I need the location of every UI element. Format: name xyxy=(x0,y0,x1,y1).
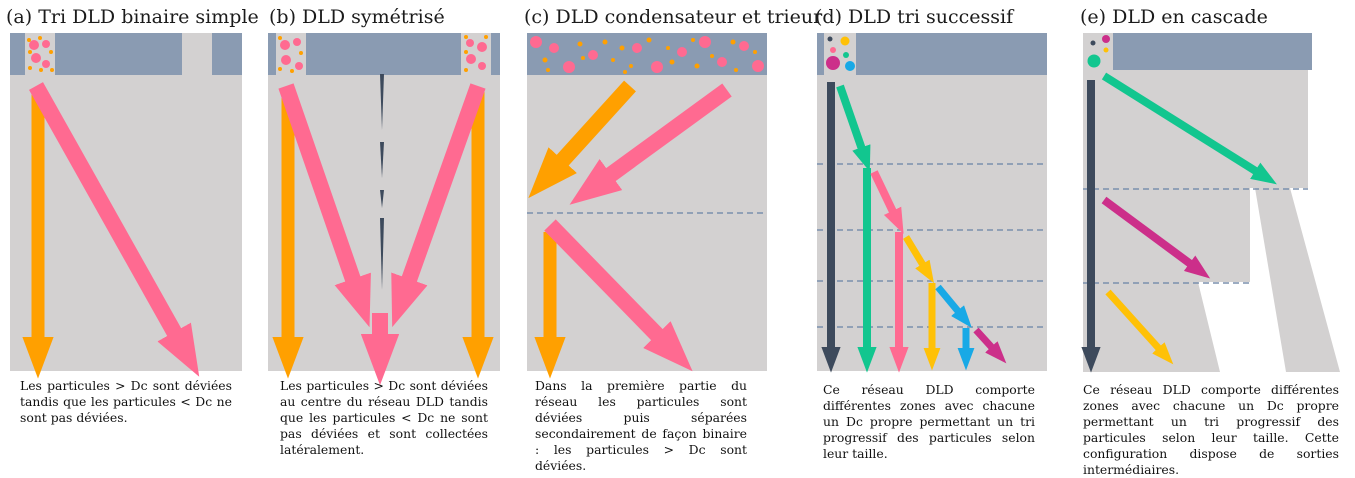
panel-e-yellow-arrow xyxy=(1105,289,1174,365)
panel-d-description: Ce réseau DLD comporte différentes zones… xyxy=(823,382,1035,461)
panel-a-outlet xyxy=(182,33,212,75)
panel-b-diagram xyxy=(268,33,500,386)
panel-d-green-diagonal xyxy=(836,84,871,172)
panel-c-pink-arrow-top xyxy=(569,83,732,205)
panel-e-diagram xyxy=(1081,33,1340,373)
panel-b-pink-arrow-left xyxy=(278,83,371,328)
panel-a-description: Les particules > Dc sont déviées tandis … xyxy=(20,378,232,425)
panel-e-zone-dividers xyxy=(1083,188,1308,284)
panel-b-center-separator xyxy=(380,74,384,290)
panel-d-title: (d) DLD tri successif xyxy=(815,6,1014,28)
panel-d-diagram xyxy=(817,33,1047,373)
panel-b-title: (b) DLD symétrisé xyxy=(269,6,445,28)
panel-e-particles xyxy=(1087,35,1110,68)
panel-a-diagram xyxy=(10,33,242,379)
panel-e-magenta-arrow xyxy=(1101,196,1211,279)
panel-d-pink-diagonal xyxy=(870,170,904,234)
panel-e-green-arrow xyxy=(1101,72,1277,185)
panel-b-particles xyxy=(278,35,488,73)
panel-b-description: Les particules > Dc sont déviées au cent… xyxy=(280,378,488,457)
panel-d-particles xyxy=(826,36,855,71)
panel-c-particles xyxy=(530,36,764,74)
panel-c-pink-arrow-diagonal xyxy=(544,219,693,372)
panel-a-particles xyxy=(27,36,54,72)
panel-d-yellow-diagonal xyxy=(903,235,934,284)
panel-c-orange-arrow-top xyxy=(528,80,636,199)
panel-d-blue-diagonal xyxy=(935,284,972,328)
diagram-canvas xyxy=(10,33,1340,386)
panel-c-title: (c) DLD condensateur et trieur xyxy=(524,6,823,28)
panel-a-pink-arrow xyxy=(29,82,200,377)
panel-a-channel xyxy=(10,33,242,371)
panel-c-diagram xyxy=(527,33,767,379)
panel-d-magenta-diagonal xyxy=(973,327,1007,364)
panel-e-description: Ce réseau DLD comporte différentes zones… xyxy=(1083,382,1339,477)
panel-e-header xyxy=(1083,33,1312,70)
panel-a-title: (a) Tri DLD binaire simple xyxy=(6,6,259,28)
panel-c-description: Dans la première partie du réseau les pa… xyxy=(535,378,747,473)
panel-e-channel xyxy=(1083,33,1340,372)
panel-e-title: (e) DLD en cascade xyxy=(1080,6,1268,28)
panel-b-pink-arrow-right xyxy=(391,83,486,328)
